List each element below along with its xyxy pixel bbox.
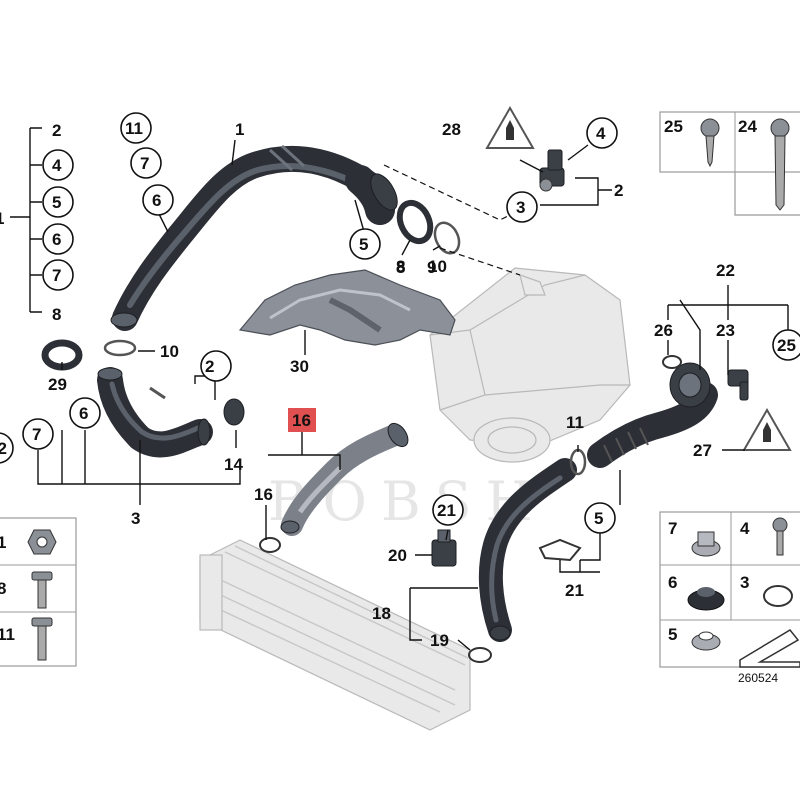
callout-label: 8 (0, 579, 6, 598)
part-17-o-ring (259, 537, 281, 553)
callout-label: 6 (668, 573, 677, 592)
part-4-sensor (539, 149, 565, 192)
part-1-intake-pipe (110, 144, 398, 331)
callout-label: 19 (430, 631, 449, 650)
callout-label: 26 (654, 321, 673, 340)
part-18-hose (478, 458, 577, 642)
callout-label: 27 (693, 441, 712, 460)
callout-label: 29 (48, 375, 67, 394)
part-16-charge-pipe (280, 422, 409, 536)
hardware-panel-left (0, 517, 77, 667)
callout-label: 20 (388, 546, 407, 565)
part-19-o-ring (468, 647, 492, 663)
part-13-grommet (223, 398, 245, 426)
callout-label: 4 (740, 519, 750, 538)
callout-label: 30 (290, 357, 309, 376)
callout-label: 1 (0, 533, 6, 552)
callout-label: 23 (716, 321, 735, 340)
callout-label: 7 (140, 154, 149, 173)
callout-label: 21 (437, 501, 456, 520)
callout-label: 1 (0, 209, 4, 228)
air-filter-housing (429, 267, 631, 463)
leader-lines (10, 127, 789, 651)
callout-label: 1 (235, 120, 244, 139)
callout-label: 24 (738, 117, 757, 136)
callout-label: 11 (566, 413, 584, 432)
callout-label: 6 (152, 191, 161, 210)
callout-label: 5 (52, 193, 61, 212)
clamps-8-9 (396, 199, 461, 255)
reference-number: 260524 (738, 671, 778, 685)
callout-label: 5 (594, 509, 603, 528)
callout-label: 2 (614, 181, 623, 200)
callout-label: 11 (125, 119, 143, 138)
intercooler (199, 539, 471, 731)
warning-triangle-27 (485, 105, 535, 149)
callout-label: 7 (32, 425, 41, 444)
callout-label: 10 (428, 257, 447, 276)
callout-label: 12 (0, 439, 7, 458)
callout-label: 7 (668, 519, 677, 538)
callout-label: 25 (777, 336, 796, 355)
callout-label: 4 (596, 124, 606, 143)
callout-label: 28 (442, 120, 461, 139)
callout-label: 4 (52, 156, 62, 175)
callout-label: 11 (0, 625, 15, 644)
hardware-panel-bottom-right (659, 511, 800, 668)
callout-label: 3 (516, 198, 525, 217)
callout-label: 9 (427, 258, 436, 277)
callout-label: 5 (668, 625, 677, 644)
callout-label: 25 (664, 117, 683, 136)
hardware-panel-top-right (659, 111, 800, 216)
callout-label: 8 (396, 257, 405, 276)
part-14-hose (97, 367, 213, 458)
callout-label: 8 (52, 305, 61, 324)
callout-label: 8 (396, 258, 405, 277)
part-24-hose (587, 362, 718, 468)
callout-label: 21 (565, 581, 584, 600)
callout-label: 5 (359, 235, 368, 254)
callouts: 2 1 8 1 4 5 6 7 11 7 6 5 8 10 28 4 3 2 2… (0, 112, 800, 685)
callout-label: 7 (52, 266, 61, 285)
callout-label: 6 (52, 230, 61, 249)
callout-label: 2 (52, 121, 61, 140)
callout-label: 22 (716, 261, 735, 280)
callout-label: 3 (131, 509, 140, 528)
callout-label: 2 (205, 357, 214, 376)
part-26-seal (662, 355, 682, 369)
callout-label: 18 (372, 604, 391, 623)
callout-label: 16 (254, 485, 273, 504)
part-25-sensor (727, 369, 749, 401)
warning-triangle-28 (742, 407, 792, 451)
highlighted-part-label: 16 (292, 411, 311, 430)
part-10-clamp-left (103, 339, 137, 357)
part-20-21-holder (431, 529, 457, 567)
callout-label: 10 (160, 342, 179, 361)
highlight-box (288, 408, 316, 432)
callout-label: 3 (740, 573, 749, 592)
callout-label: 6 (79, 404, 88, 423)
part-22-bracket (538, 538, 582, 562)
part-30-heat-shield (238, 269, 456, 346)
callout-label: 14 (224, 455, 243, 474)
